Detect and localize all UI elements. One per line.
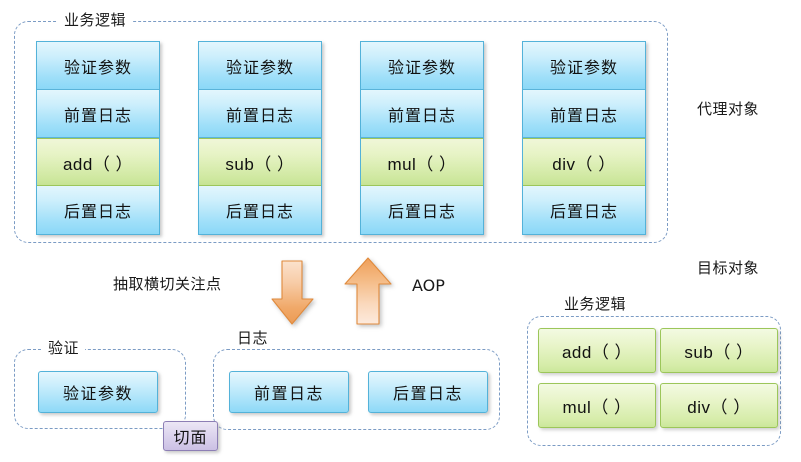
proxy-cell-validate: 验证参数 bbox=[199, 42, 321, 90]
aspect-box-after-log[interactable]: 后置日志 bbox=[368, 371, 488, 413]
proxy-cell-after-log: 后置日志 bbox=[361, 186, 483, 234]
target-object-label: 目标对象 bbox=[697, 259, 760, 277]
target-business-logic-group-label: 业务逻辑 bbox=[558, 297, 633, 312]
proxy-cell-before-log: 前置日志 bbox=[37, 90, 159, 138]
proxy-card[interactable]: 验证参数 前置日志 mul（ ） 后置日志 bbox=[360, 41, 484, 235]
proxy-cell-before-log: 前置日志 bbox=[523, 90, 645, 138]
proxy-cell-after-log: 后置日志 bbox=[199, 186, 321, 234]
aspect-badge[interactable]: 切面 bbox=[163, 421, 218, 451]
proxy-cell-after-log: 后置日志 bbox=[37, 186, 159, 234]
proxy-cell-method: div（ ） bbox=[523, 138, 645, 186]
proxy-cell-method: add（ ） bbox=[37, 138, 159, 186]
target-business-logic-group bbox=[527, 316, 781, 446]
proxy-card[interactable]: 验证参数 前置日志 sub（ ） 后置日志 bbox=[198, 41, 322, 235]
target-method-box[interactable]: mul（ ） bbox=[538, 383, 656, 428]
target-method-box[interactable]: div（ ） bbox=[660, 383, 778, 428]
log-aspect-group bbox=[213, 349, 500, 430]
proxy-business-logic-group bbox=[14, 21, 668, 243]
proxy-cell-before-log: 前置日志 bbox=[361, 90, 483, 138]
log-aspect-group-label: 日志 bbox=[231, 331, 275, 346]
proxy-cell-after-log: 后置日志 bbox=[523, 186, 645, 234]
proxy-object-label: 代理对象 bbox=[697, 100, 760, 118]
target-method-box[interactable]: add（ ） bbox=[538, 328, 656, 373]
proxy-cell-method: sub（ ） bbox=[199, 138, 321, 186]
aop-up-arrow bbox=[344, 257, 392, 325]
proxy-card[interactable]: 验证参数 前置日志 div（ ） 后置日志 bbox=[522, 41, 646, 235]
extract-down-arrow bbox=[271, 260, 314, 325]
validate-aspect-group-label: 验证 bbox=[42, 341, 86, 356]
aspect-box-validate-param[interactable]: 验证参数 bbox=[38, 371, 158, 413]
proxy-cell-validate: 验证参数 bbox=[361, 42, 483, 90]
proxy-cell-validate: 验证参数 bbox=[523, 42, 645, 90]
validate-aspect-group bbox=[14, 349, 186, 429]
extract-crosscutting-label: 抽取横切关注点 bbox=[113, 275, 222, 293]
proxy-card[interactable]: 验证参数 前置日志 add（ ） 后置日志 bbox=[36, 41, 160, 235]
proxy-cell-method: mul（ ） bbox=[361, 138, 483, 186]
proxy-business-logic-group-label: 业务逻辑 bbox=[58, 13, 133, 28]
aop-label: AOP bbox=[412, 276, 445, 295]
target-method-box[interactable]: sub（ ） bbox=[660, 328, 778, 373]
proxy-cell-validate: 验证参数 bbox=[37, 42, 159, 90]
proxy-cell-before-log: 前置日志 bbox=[199, 90, 321, 138]
aspect-box-before-log[interactable]: 前置日志 bbox=[229, 371, 349, 413]
